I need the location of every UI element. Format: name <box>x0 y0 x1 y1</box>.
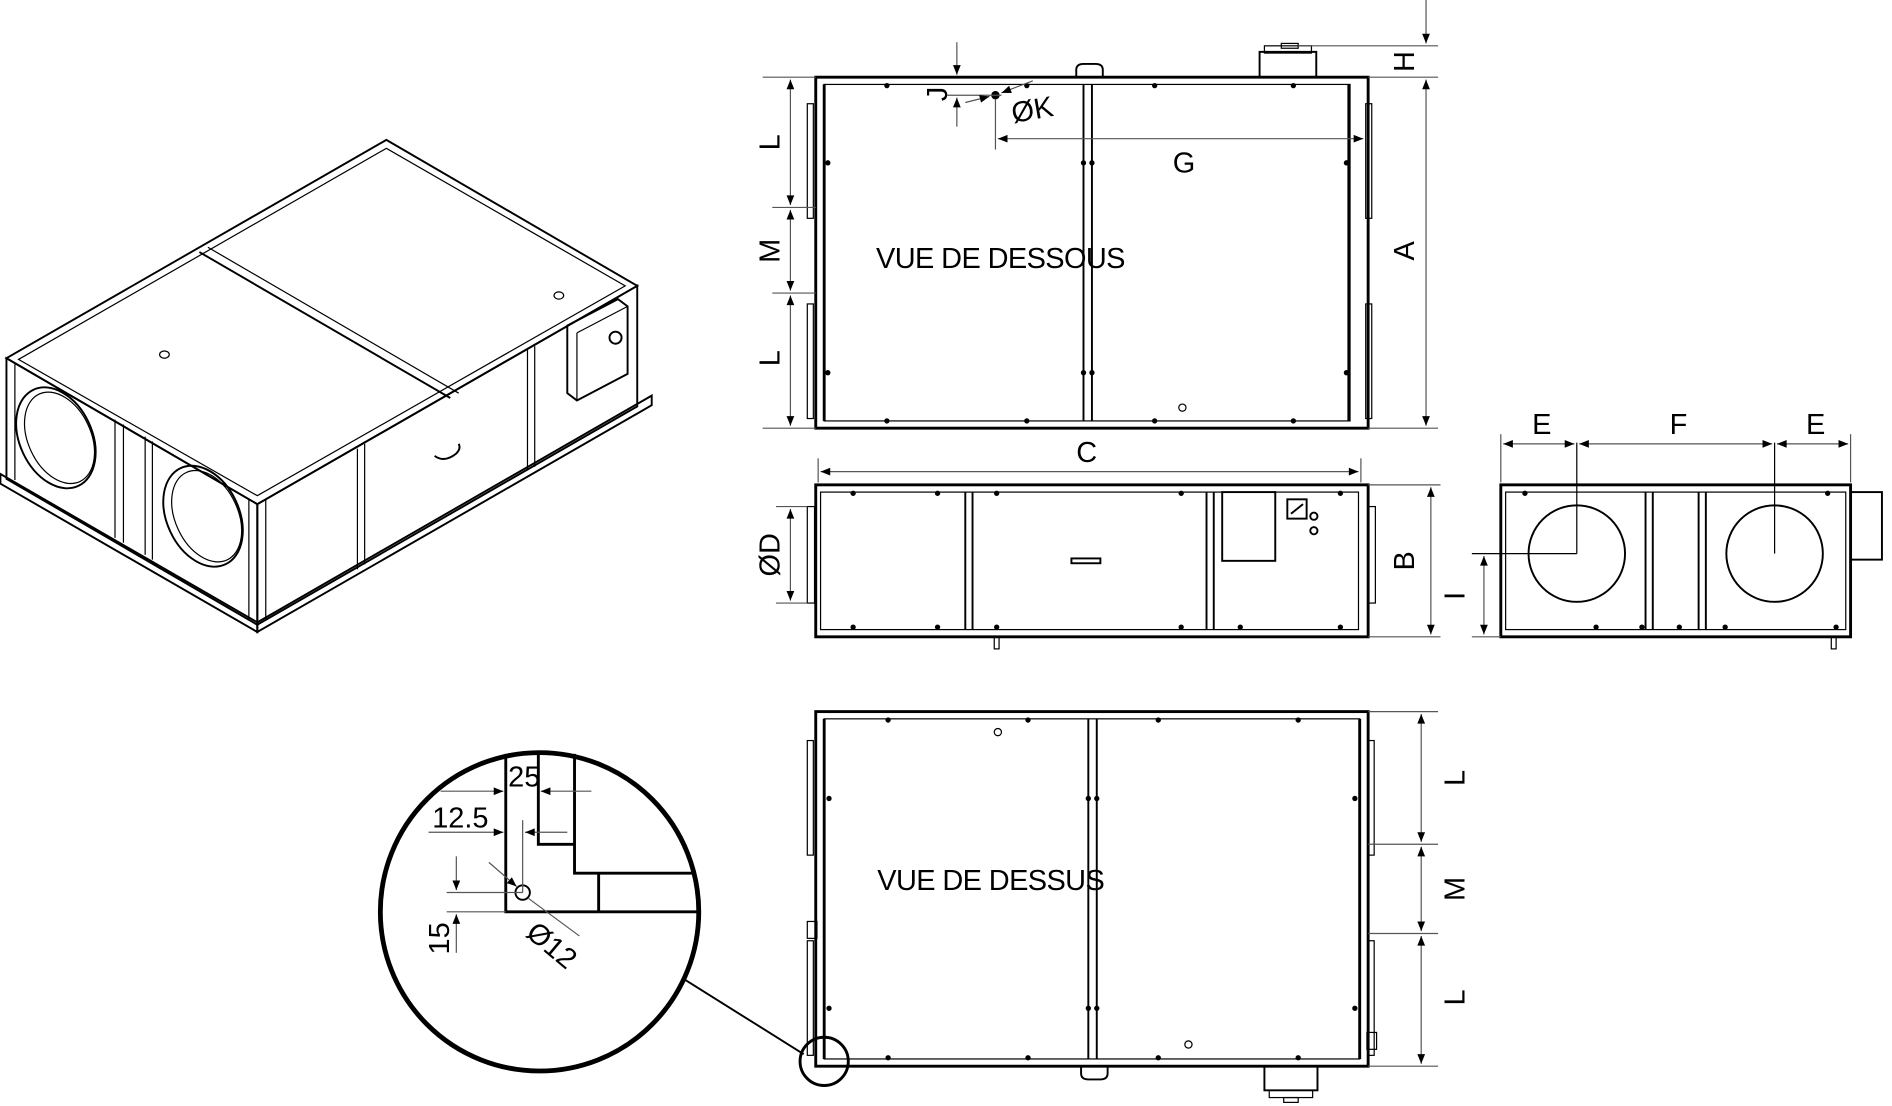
isometric-view <box>0 138 653 634</box>
top-view-title: VUE DE DESSUS <box>877 865 1104 897</box>
dim-B: B <box>1389 551 1421 570</box>
front-view <box>806 483 1376 650</box>
side-view <box>1471 442 1883 650</box>
dim-D: ØD <box>755 533 787 576</box>
dim-L-top-2: L <box>1440 989 1472 1005</box>
top-view: VUE DE DESSUS <box>806 710 1378 1103</box>
detail-dim-hole: Ø12 <box>520 916 582 976</box>
top-view-bolts <box>826 717 1358 1061</box>
dim-K: ØK <box>1009 91 1056 130</box>
bottom-view: VUE DE DESSOUS <box>806 42 1373 430</box>
bottom-view-title: VUE DE DESSOUS <box>876 243 1125 275</box>
dim-I: I <box>1440 592 1472 600</box>
dim-E-right: E <box>1806 409 1825 441</box>
dim-L-bottom-1: L <box>755 134 787 150</box>
detail-dim-15: 15 <box>424 922 456 954</box>
dim-H: H <box>1389 51 1421 72</box>
dim-A: A <box>1389 241 1421 261</box>
dim-G: G <box>1173 147 1196 179</box>
dim-L-bottom-2: L <box>755 350 787 366</box>
dim-M-top: M <box>1440 877 1472 901</box>
dim-C: C <box>1076 437 1097 469</box>
dim-E-left: E <box>1532 409 1551 441</box>
dim-M-bottom: M <box>755 239 787 263</box>
dim-L-top-1: L <box>1440 770 1472 786</box>
bottom-view-dimensions: L M L J ØK G H A <box>755 0 1439 429</box>
detail-dim-25: 25 <box>508 761 540 793</box>
front-view-dimensions: C ØD B <box>755 437 1441 638</box>
top-view-dimensions: L M L <box>1368 711 1472 1067</box>
dim-J: J <box>922 87 954 101</box>
detail-view: 25 12.5 15 Ø12 <box>377 750 850 1087</box>
side-view-dimensions: E F E I <box>1440 409 1852 638</box>
bottom-view-bolts <box>825 82 1350 424</box>
dim-F: F <box>1670 409 1688 441</box>
detail-dim-12-5: 12.5 <box>432 802 488 834</box>
front-view-bolts <box>850 490 1344 630</box>
side-view-bolts <box>1522 490 1839 630</box>
